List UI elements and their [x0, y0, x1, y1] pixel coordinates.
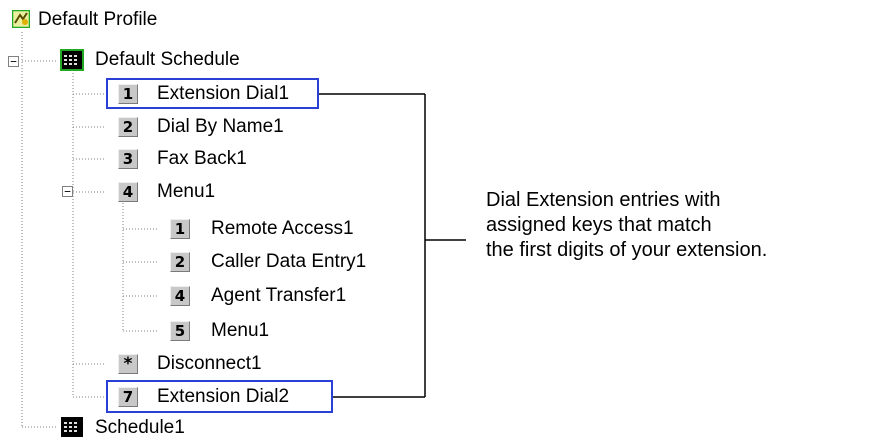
key-badge: 2	[118, 117, 138, 137]
item-label: Menu1	[157, 181, 216, 202]
profile-icon	[12, 10, 30, 28]
key-badge: 1	[170, 219, 190, 239]
collapse-schedule-toggle[interactable]: −	[8, 56, 19, 67]
annotation-line-3: the first digits of your extension.	[486, 239, 768, 261]
key-badge: *	[118, 354, 138, 374]
default-schedule-label: Default Schedule	[95, 49, 240, 70]
highlight-extension-dial2	[106, 380, 333, 413]
schedule1-label: Schedule1	[95, 417, 185, 438]
key-badge: 3	[118, 149, 138, 169]
key-badge: 5	[170, 321, 190, 341]
collapse-menu1-toggle[interactable]: −	[62, 186, 73, 197]
default-profile-label: Default Profile	[38, 9, 158, 30]
schedule-icon	[60, 49, 84, 71]
key-badge: 7	[118, 387, 138, 407]
item-label: Fax Back1	[157, 148, 247, 169]
item-label: Agent Transfer1	[211, 285, 347, 306]
item-label: Remote Access1	[211, 218, 354, 239]
item-label: Extension Dial1	[157, 83, 290, 104]
key-badge: 4	[170, 286, 190, 306]
item-label: Caller Data Entry1	[211, 251, 367, 272]
annotation-line-1: Dial Extension entries with	[486, 189, 721, 211]
key-badge: 2	[170, 252, 190, 272]
annotation-line-2: assigned keys that match	[486, 214, 712, 236]
item-label: Extension Dial2	[157, 386, 290, 407]
item-label: Dial By Name1	[157, 116, 284, 137]
annotation-callout: Dial Extension entries with assigned key…	[486, 188, 767, 263]
item-label: Menu1	[211, 320, 270, 341]
key-badge: 1	[118, 84, 138, 104]
highlight-extension-dial1	[106, 78, 319, 109]
item-label: Disconnect1	[157, 353, 262, 374]
schedule-icon	[61, 417, 83, 437]
key-badge: 4	[118, 182, 138, 202]
